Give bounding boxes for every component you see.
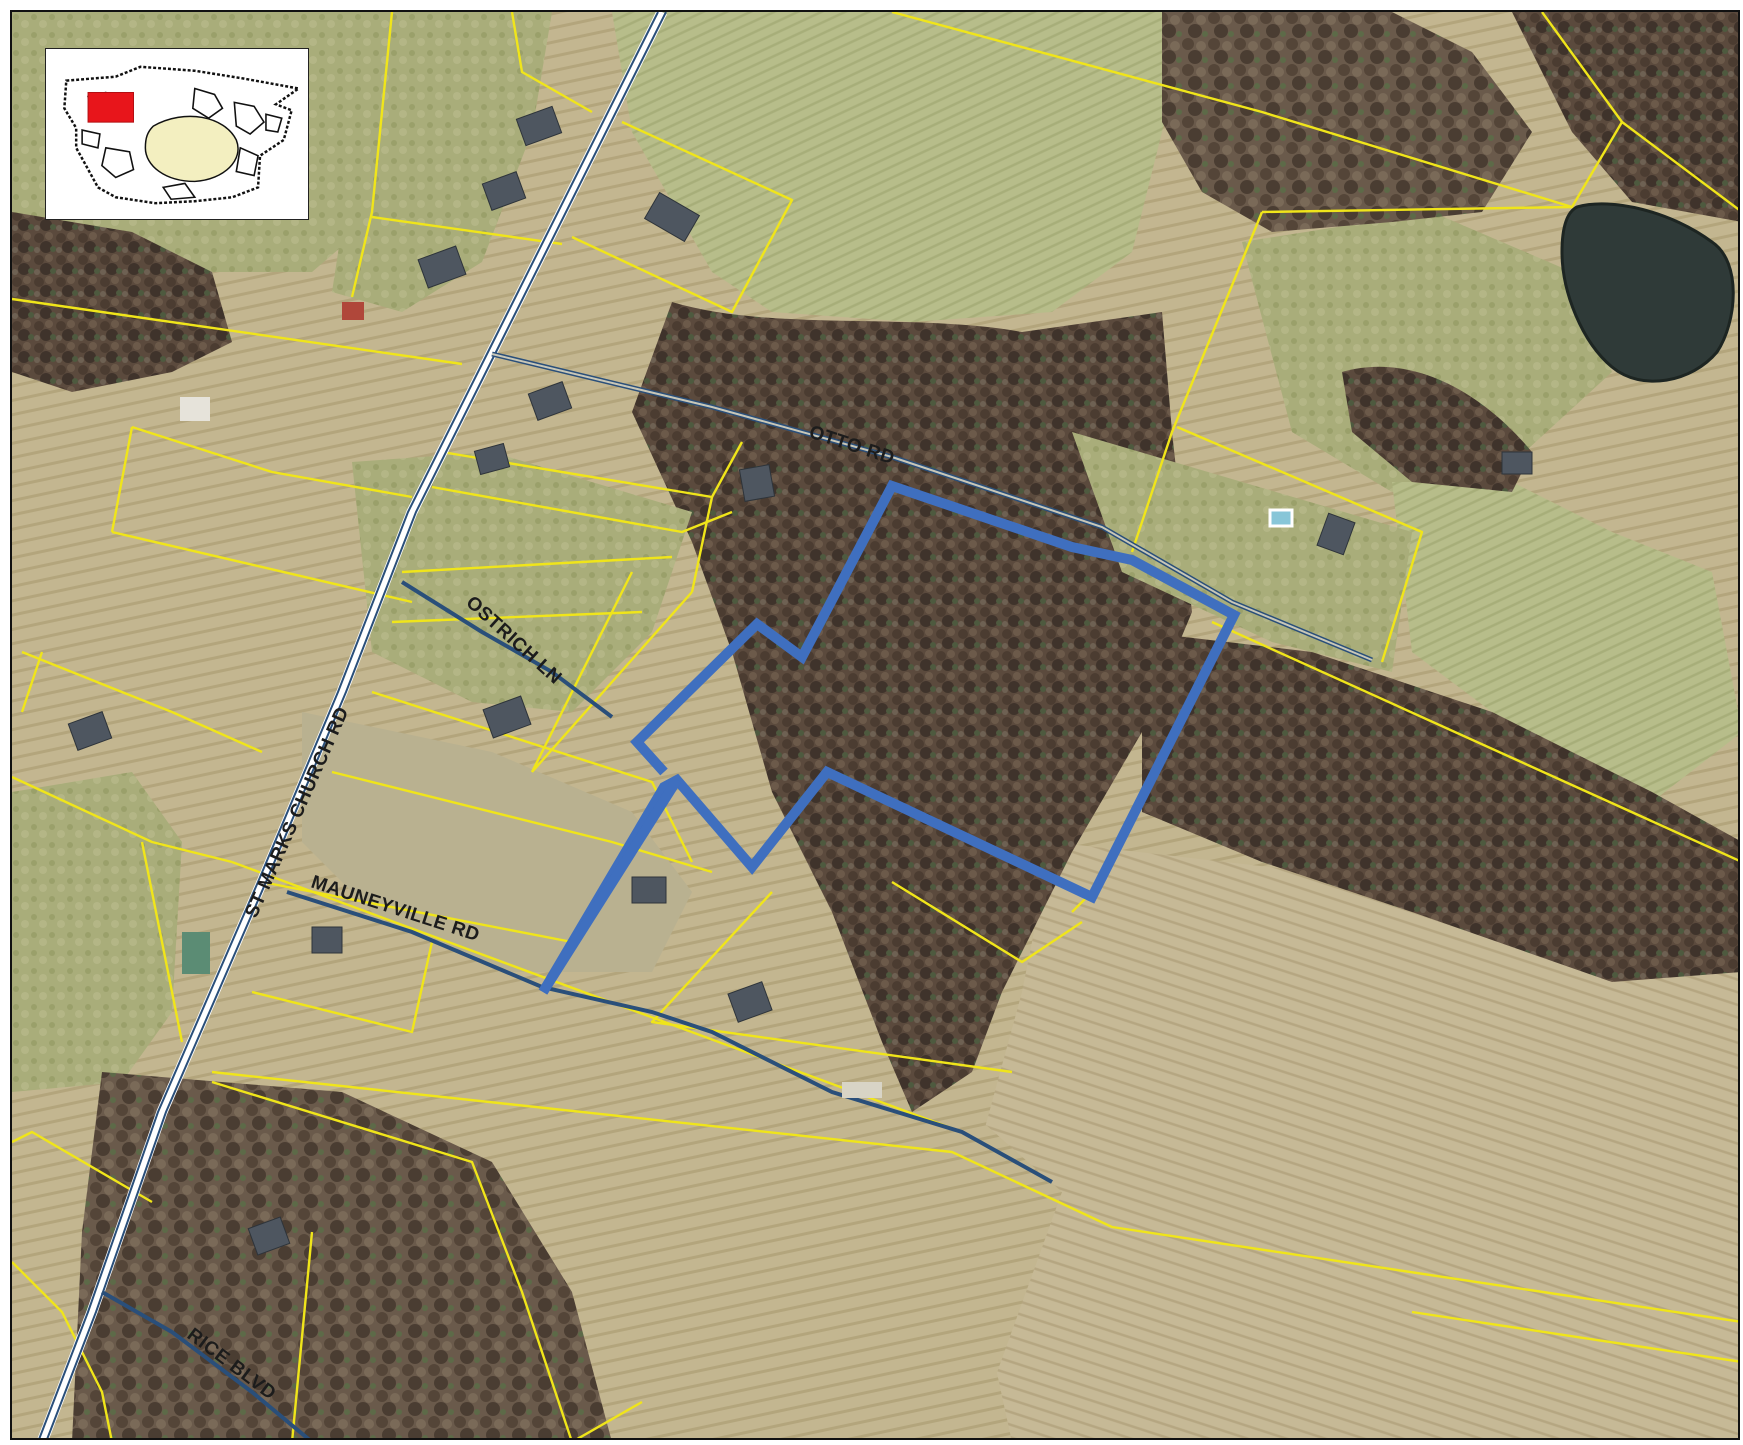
woodland-central — [632, 302, 1192, 1112]
road-rice — [101, 1290, 311, 1438]
road-mauneyville — [286, 890, 1053, 1184]
subject-parcel-boundary — [538, 479, 1241, 995]
pond — [1560, 202, 1735, 383]
house — [1316, 512, 1356, 556]
woodland-east-band — [1142, 632, 1738, 982]
aerial-parcel-map[interactable]: ST MARKS CHURCH RD OTTO RD OSTRICH LN MA… — [12, 12, 1740, 1440]
parcel-lines — [12, 12, 1738, 1438]
house — [527, 381, 573, 421]
county-locator-icon — [63, 65, 302, 205]
woodland-north — [1162, 12, 1532, 232]
green-roof-building — [182, 932, 210, 974]
road-st-marks-church — [37, 12, 667, 1438]
field-west-lawn — [12, 772, 182, 1092]
white-shed — [180, 397, 210, 421]
woodland-southwest — [72, 1072, 611, 1438]
house — [1501, 451, 1533, 475]
house — [67, 711, 113, 751]
pasture-northeast — [1242, 212, 1612, 492]
roads — [37, 12, 1373, 1438]
trailer — [842, 1082, 882, 1098]
house — [311, 926, 343, 954]
tree-cluster-east — [1342, 366, 1532, 492]
house — [631, 876, 667, 904]
field-north-green — [612, 12, 1192, 322]
house — [727, 981, 773, 1023]
city-area — [144, 115, 239, 183]
subject-parcel-access-strip — [538, 777, 682, 995]
house — [481, 171, 527, 211]
residential-lawn-east — [1072, 432, 1412, 672]
map-frame[interactable]: ST MARKS CHURCH RD OTTO RD OSTRICH LN MA… — [10, 10, 1740, 1440]
road-ostrich — [400, 580, 614, 719]
house — [247, 1216, 291, 1256]
residential-lawn-middle — [352, 452, 692, 712]
house — [417, 245, 467, 289]
field-southeast — [962, 842, 1738, 1438]
swimming-pool — [1268, 508, 1294, 528]
subject-location-marker — [87, 91, 135, 123]
house — [473, 442, 511, 476]
house — [643, 191, 701, 243]
locator-inset-map — [45, 48, 309, 220]
woodland-northeast — [1512, 12, 1738, 222]
house — [738, 464, 776, 502]
pasture-east — [1392, 482, 1738, 802]
woodland-west — [12, 212, 232, 392]
house — [515, 105, 563, 147]
red-roof-building — [342, 302, 364, 320]
residential-lawn-north — [332, 12, 552, 312]
house — [482, 695, 532, 739]
buildings — [67, 105, 1533, 1256]
